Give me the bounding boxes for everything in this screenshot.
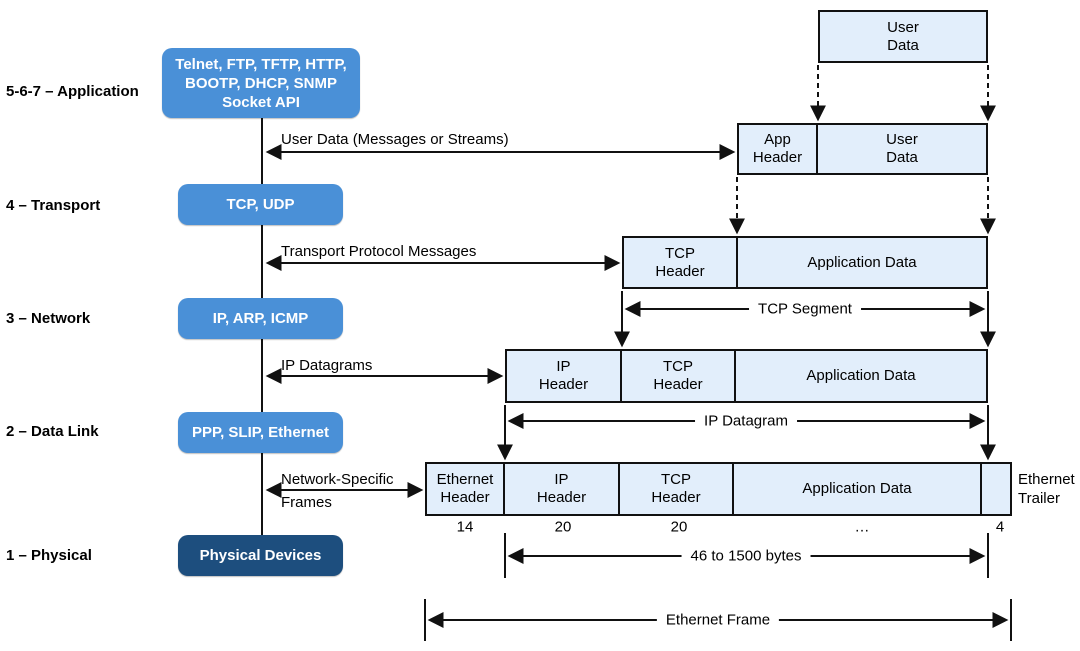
- application-data-cell: Application Data: [734, 464, 982, 514]
- application-data-cell: Application Data: [807, 253, 917, 271]
- ethernet-frame-span-label: Ethernet Frame: [656, 611, 780, 629]
- transport-protocols-box: TCP, UDP: [178, 184, 343, 225]
- ethernet-trailer-size: 4: [995, 518, 1005, 536]
- pdu-row-ip-datagram: IP Header TCP Header Application Data: [505, 349, 988, 403]
- application-data-size-ellipsis: …: [854, 518, 870, 536]
- tcp-header-size: 20: [670, 518, 688, 536]
- layer-label-transport: 4 – Transport: [6, 197, 101, 214]
- layer-label-physical: 1 – Physical: [6, 547, 92, 564]
- user-data-flow-label: User Data (Messages or Streams): [281, 131, 509, 148]
- tcp-header-cell: TCP Header: [624, 238, 738, 287]
- physical-devices-box: Physical Devices: [178, 535, 343, 576]
- network-frames-flow-label: Network-Specific Frames: [281, 471, 394, 511]
- payload-size-span-label: 46 to 1500 bytes: [681, 547, 811, 565]
- ip-header-cell: IP Header: [505, 464, 620, 514]
- ethernet-trailer-label: Ethernet Trailer: [1018, 471, 1075, 507]
- pdu-row-ethernet-frame: Ethernet Header IP Header TCP Header App…: [425, 462, 1012, 516]
- app-header-cell: App Header: [739, 125, 818, 173]
- datalink-protocols-box: PPP, SLIP, Ethernet: [178, 412, 343, 453]
- user-data-cell: User Data: [886, 131, 918, 166]
- ip-datagrams-flow-label: IP Datagrams: [281, 357, 373, 374]
- tcp-header-cell: TCP Header: [620, 464, 734, 514]
- ethernet-trailer-cell: [982, 464, 1010, 514]
- transport-flow-label: Transport Protocol Messages: [281, 243, 477, 260]
- ip-datagram-span-label: IP Datagram: [695, 412, 797, 430]
- application-protocols-box: Telnet, FTP, TFTP, HTTP, BOOTP, DHCP, SN…: [162, 48, 360, 118]
- tcp-segment-span-label: TCP Segment: [749, 300, 861, 318]
- ip-header-cell: IP Header: [507, 351, 622, 401]
- application-data-cell: Application Data: [806, 367, 916, 384]
- layer-label-datalink: 2 – Data Link: [6, 423, 99, 440]
- layer-label-network: 3 – Network: [6, 310, 91, 327]
- user-data-cell: User Data: [887, 18, 919, 54]
- ethernet-header-cell: Ethernet Header: [427, 464, 505, 514]
- network-protocols-box: IP, ARP, ICMP: [178, 298, 343, 339]
- layer-label-application: 5-6-7 – Application: [6, 83, 139, 100]
- pdu-row-app-message: App Header User Data: [737, 123, 988, 175]
- pdu-row-user-data: User Data: [818, 10, 988, 63]
- pdu-row-tcp-segment: TCP Header Application Data: [622, 236, 988, 289]
- tcp-header-cell: TCP Header: [622, 351, 736, 401]
- ip-header-size: 20: [554, 518, 572, 536]
- ethernet-header-size: 14: [456, 518, 474, 536]
